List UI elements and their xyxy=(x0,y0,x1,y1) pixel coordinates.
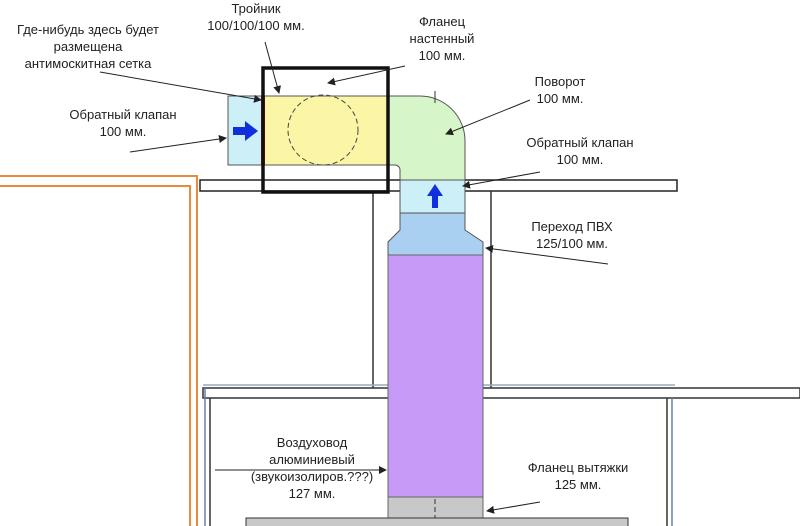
label-check-valve-left: Обратный клапан 100 мм. xyxy=(69,107,176,139)
label-line: (звукоизолиров.???) xyxy=(251,469,373,484)
tee-branch-outline xyxy=(287,94,359,166)
flow-arrow-up-icon xyxy=(427,184,443,208)
label-duct: Воздуховод алюминиевый (звукоизолиров.??… xyxy=(251,435,373,501)
leader-lines xyxy=(99,41,609,514)
label-line: Переход ПВХ xyxy=(531,219,613,234)
tee xyxy=(262,95,389,166)
label-line: 125 мм. xyxy=(555,477,602,492)
label-line: Обратный клапан xyxy=(69,107,176,122)
label-line: 100 мм. xyxy=(557,152,604,167)
elbow xyxy=(387,95,466,181)
label-line: 100 мм. xyxy=(419,48,466,63)
label-hood-flange: Фланец вытяжки 125 мм. xyxy=(528,460,629,492)
aluminium-duct xyxy=(387,254,484,498)
cooker-hood xyxy=(245,517,629,526)
label-check-valve-right: Обратный клапан 100 мм. xyxy=(526,135,633,167)
label-line: размещена xyxy=(54,39,123,54)
duct-box xyxy=(372,191,492,389)
label-line: 100 мм. xyxy=(537,91,584,106)
label-line: Тройник xyxy=(231,1,280,16)
label-line: Где-нибудь здесь будет xyxy=(17,22,159,37)
label-line: 125/100 мм. xyxy=(536,236,608,251)
pvc-transition xyxy=(387,212,484,256)
label-line: 100/100/100 мм. xyxy=(207,18,304,33)
label-line: 100 мм. xyxy=(100,124,147,139)
label-line: Воздуховод xyxy=(277,435,348,450)
label-line: Поворот xyxy=(535,74,586,89)
label-line: Фланец вытяжки xyxy=(528,460,629,475)
label-transition: Переход ПВХ 125/100 мм. xyxy=(531,219,613,251)
label-line: антимоскитная сетка xyxy=(25,56,152,71)
upper-cabinet-left xyxy=(0,175,198,526)
label-line: 127 мм. xyxy=(289,486,336,501)
flow-arrow-right-icon xyxy=(233,121,258,141)
label-line: Фланец xyxy=(419,14,466,29)
label-line: алюминиевый xyxy=(269,452,355,467)
label-tee: Тройник 100/100/100 мм. xyxy=(207,1,304,33)
label-wall-flange: Фланец настенный 100 мм. xyxy=(410,14,475,63)
label-line: настенный xyxy=(410,31,475,46)
label-elbow: Поворот 100 мм. xyxy=(535,74,586,106)
label-mesh: Где-нибудь здесь будет размещена антимос… xyxy=(17,22,159,71)
label-line: Обратный клапан xyxy=(526,135,633,150)
wall-flange xyxy=(261,66,390,194)
